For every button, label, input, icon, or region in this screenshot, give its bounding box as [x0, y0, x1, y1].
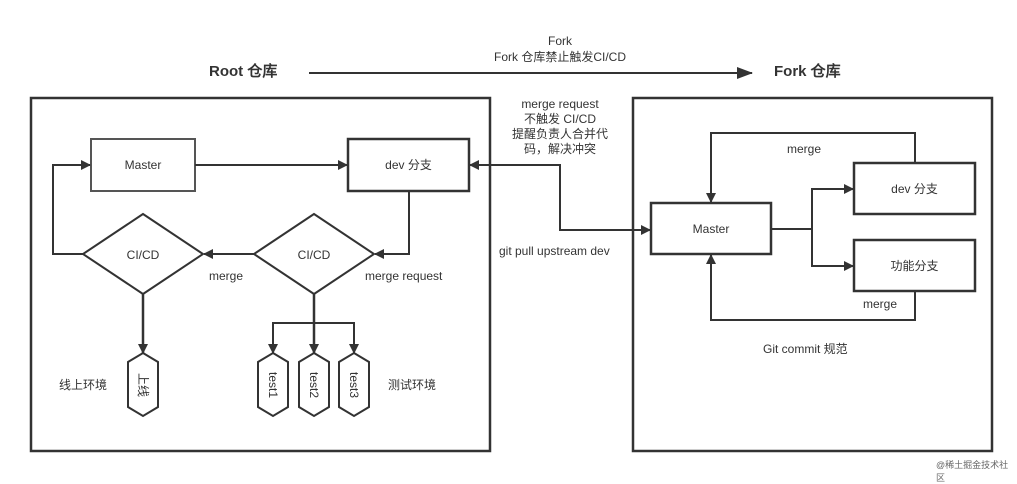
- merge-request-note-line-2: 不触发 CI/CD: [523, 112, 596, 126]
- test3-node-hexagon[interactable]: [338, 351, 370, 418]
- root-cicd-right-label: CI/CD: [297, 248, 331, 262]
- watermark: @稀土掘金技术社区: [936, 460, 1009, 483]
- test1-node-hexagon[interactable]: [257, 351, 289, 418]
- fork-feature-box[interactable]: [852, 238, 977, 293]
- master-to-dev-branch-connector: [811, 184, 854, 229]
- commit-rule-label: Git commit 规范: [763, 342, 848, 356]
- test1-node-label: test1: [266, 371, 280, 398]
- tests-branch-bar: [272, 322, 355, 353]
- prod-node-label: 上线: [136, 372, 150, 397]
- dev-to-cicd-connector: [374, 191, 410, 259]
- feature-merge-loop: [706, 254, 916, 321]
- merge-request-note-line-1: merge request: [521, 97, 599, 111]
- fork-master-label: Master: [692, 222, 730, 236]
- root-repo-container: [29, 96, 492, 453]
- root-repo-title: Root 仓库: [209, 63, 278, 80]
- root-dev-to-fork-master-connector: [559, 165, 651, 235]
- fork-feature-label: 功能分支: [890, 259, 939, 273]
- fork-arrow-note: Fork 仓库禁止触发CI/CD: [493, 50, 626, 64]
- fork-merge-bottom-label: merge: [863, 297, 898, 311]
- test3-node-label: test3: [347, 371, 361, 398]
- fork-merge-top-label: merge: [787, 142, 822, 156]
- master-to-feature-branch-connector: [811, 229, 854, 271]
- test2-node-hexagon[interactable]: [298, 351, 330, 418]
- fork-arrow-title: Fork: [548, 34, 572, 48]
- root-merge-label: merge: [209, 269, 244, 283]
- merge-request-note-line-3: 提醒负责人合并代: [511, 127, 608, 141]
- prod-node-hexagon[interactable]: [127, 351, 159, 418]
- test-env-label: 测试环境: [388, 378, 437, 392]
- prod-env-label: 线上环境: [59, 378, 108, 392]
- git-pull-label: git pull upstream dev: [499, 244, 610, 258]
- root-cicd-left-label: CI/CD: [126, 248, 160, 262]
- root-master-label: Master: [124, 158, 162, 172]
- fork-dev-box[interactable]: [852, 161, 977, 216]
- fork-dev-label: dev 分支: [891, 182, 938, 196]
- root-dev-label: dev 分支: [385, 158, 432, 172]
- fork-repo-title: Fork 仓库: [774, 63, 841, 80]
- test2-node-label: test2: [307, 371, 321, 398]
- merge-request-note-line-4: 码，解决冲突: [523, 142, 596, 156]
- fork-repo-container: [631, 96, 994, 453]
- root-dev-box[interactable]: [346, 137, 471, 193]
- root-merge-request-label: merge request: [365, 269, 443, 283]
- root-master-box[interactable]: [90, 138, 196, 192]
- cicd-to-master-connector: [52, 160, 91, 255]
- fork-to-root-dev-connector: [469, 160, 561, 230]
- dev-merge-loop: [706, 132, 916, 203]
- merge-request-note: merge request 不触发 CI/CD 提醒负责人合并代 码，解决冲突: [500, 97, 620, 157]
